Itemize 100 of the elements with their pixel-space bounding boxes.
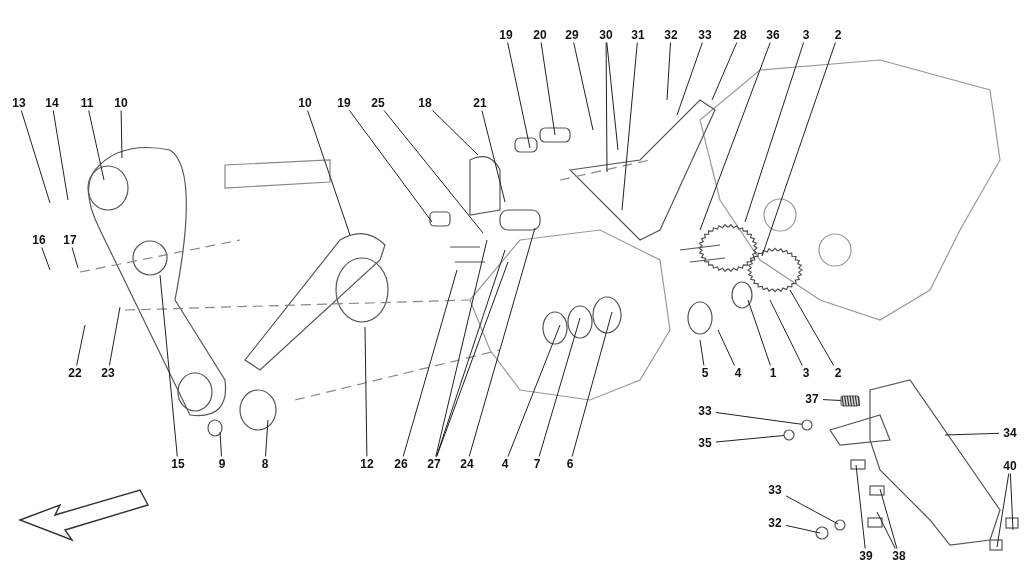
callout-number: 36 xyxy=(762,27,784,43)
callout-number: 40 xyxy=(999,458,1021,474)
washer-drawing xyxy=(801,419,813,431)
leader-line xyxy=(747,299,771,366)
callout-number: 17 xyxy=(59,232,81,248)
leader-line xyxy=(715,412,803,425)
leader-line xyxy=(219,431,222,457)
callout-number: 4 xyxy=(494,456,516,472)
callout-number: 13 xyxy=(8,95,30,111)
callout-number: 2 xyxy=(827,365,849,381)
leader-line xyxy=(435,239,488,457)
callout-number: 12 xyxy=(356,456,378,472)
leader-line xyxy=(41,247,51,271)
callout-number: 11 xyxy=(76,95,98,111)
leader-line xyxy=(265,419,269,457)
callout-number: 35 xyxy=(694,435,716,451)
callout-number: 6 xyxy=(559,456,581,472)
leader-line xyxy=(676,42,703,116)
callout-number: 38 xyxy=(888,548,910,564)
callout-number: 5 xyxy=(694,365,716,381)
leader-line xyxy=(573,42,594,131)
leader-line xyxy=(307,110,351,236)
callout-number: 1 xyxy=(762,365,784,381)
leader-line xyxy=(699,42,771,231)
leader-line xyxy=(944,432,1000,436)
callout-number: 37 xyxy=(801,391,823,407)
callout-number: 22 xyxy=(64,365,86,381)
callout-number: 15 xyxy=(167,456,189,472)
callout-number: 21 xyxy=(469,95,491,111)
callout-number: 24 xyxy=(456,456,478,472)
leader-line xyxy=(785,524,821,534)
callout-number: 8 xyxy=(254,456,276,472)
leader-line xyxy=(481,110,506,203)
callout-number: 14 xyxy=(41,95,63,111)
callout-number: 18 xyxy=(414,95,436,111)
callout-number: 32 xyxy=(660,27,682,43)
leader-line xyxy=(785,495,839,525)
leader-line xyxy=(159,274,178,457)
leader-line xyxy=(540,42,556,136)
leader-line xyxy=(855,464,866,549)
leader-line xyxy=(699,339,705,366)
leader-line xyxy=(52,110,69,201)
callout-number: 20 xyxy=(529,27,551,43)
callout-number: 4 xyxy=(727,365,749,381)
leader-line xyxy=(717,329,735,366)
leader-line xyxy=(789,289,835,366)
callout-number: 3 xyxy=(795,365,817,381)
callout-number: 32 xyxy=(764,515,786,531)
callout-number: 2 xyxy=(827,27,849,43)
leader-line xyxy=(879,488,898,549)
leader-line xyxy=(711,42,738,101)
leader-line xyxy=(822,399,842,401)
leader-line xyxy=(364,326,368,457)
leader-line xyxy=(769,299,803,366)
callout-number: 19 xyxy=(333,95,355,111)
leader-line xyxy=(876,511,896,549)
leader-line xyxy=(666,42,671,101)
leader-line xyxy=(538,317,581,457)
leader-line xyxy=(120,110,123,159)
leader-line xyxy=(996,473,1010,548)
callout-number: 10 xyxy=(294,95,316,111)
callout-number: 7 xyxy=(526,456,548,472)
callout-number: 29 xyxy=(561,27,583,43)
callout-number: 33 xyxy=(764,482,786,498)
leader-line xyxy=(383,110,484,234)
callout-number: 25 xyxy=(367,95,389,111)
leader-line xyxy=(507,324,561,457)
callout-number: 30 xyxy=(595,27,617,43)
leader-line xyxy=(1009,473,1014,531)
callout-number: 31 xyxy=(627,27,649,43)
leader-line xyxy=(88,110,105,181)
washer-drawing xyxy=(783,429,795,441)
callout-number: 27 xyxy=(423,456,445,472)
callout-number: 16 xyxy=(28,232,50,248)
callout-number: 26 xyxy=(390,456,412,472)
leader-line xyxy=(744,42,805,223)
leader-line xyxy=(605,42,608,173)
callout-number: 10 xyxy=(110,95,132,111)
callout-number: 33 xyxy=(694,27,716,43)
leader-line xyxy=(571,311,613,457)
leader-line xyxy=(76,324,86,366)
leader-line xyxy=(349,110,433,223)
callout-number: 23 xyxy=(97,365,119,381)
callout-number: 19 xyxy=(495,27,517,43)
leader-line xyxy=(71,247,79,269)
leader-line xyxy=(402,269,458,457)
leader-line xyxy=(621,42,638,211)
callout-number: 33 xyxy=(694,403,716,419)
leader-line xyxy=(20,110,51,204)
leader-line xyxy=(761,42,836,257)
callout-number: 34 xyxy=(999,425,1021,441)
callout-number: 39 xyxy=(855,548,877,564)
spring-drawing xyxy=(840,395,861,407)
callout-number: 9 xyxy=(211,456,233,472)
leader-line xyxy=(606,42,619,151)
leader-line xyxy=(507,42,531,149)
leader-line xyxy=(715,435,785,443)
leader-line xyxy=(432,110,479,156)
callout-number: 28 xyxy=(729,27,751,43)
leader-line xyxy=(108,306,121,366)
